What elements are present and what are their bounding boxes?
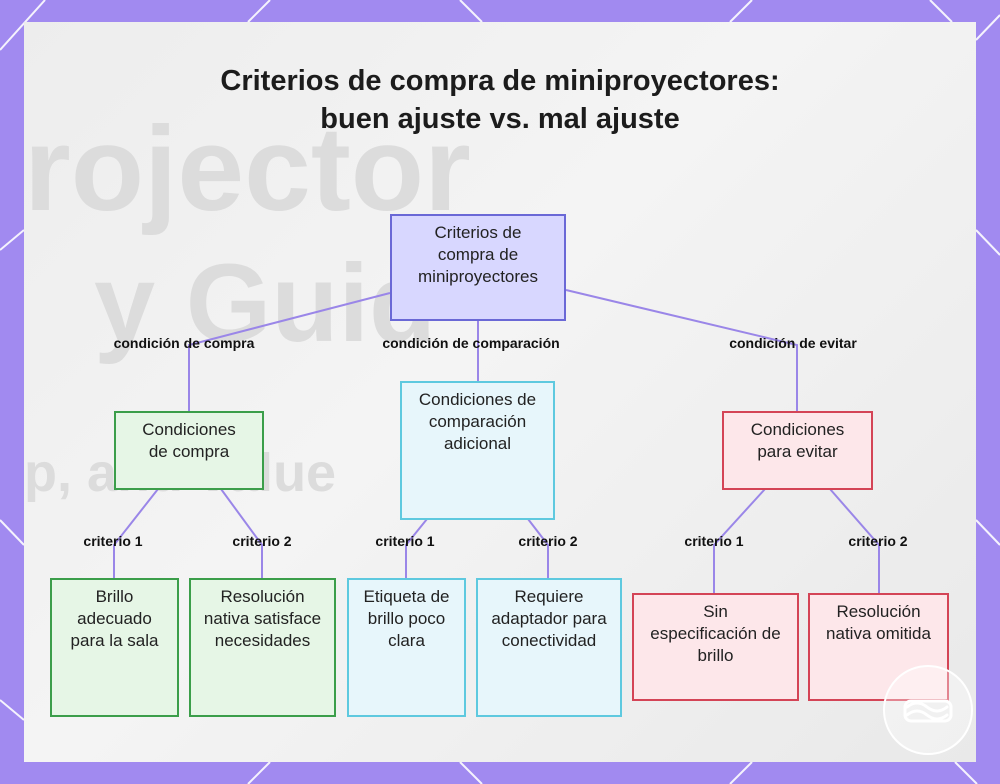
edge-buy-c1 bbox=[113, 488, 159, 579]
edge-label-buy-c1: criterio 1 bbox=[83, 533, 143, 549]
node-avoid-c1-label: Sin especificación de brillo bbox=[650, 602, 781, 665]
node-avoid-conditions: Condiciones para evitar bbox=[722, 411, 873, 490]
node-buy-criterion-2: Resolución nativa satisface necesidades bbox=[189, 578, 336, 717]
node-buy-c1-label: Brillo adecuado para la sala bbox=[70, 587, 159, 650]
watermark-text: y Guid bbox=[94, 242, 437, 365]
node-buy-conditions: Condiciones de compra bbox=[114, 411, 264, 490]
node-compare-c1-label: Etiqueta de brillo poco clara bbox=[363, 587, 450, 650]
node-buy-label: Condiciones de compra bbox=[142, 420, 236, 461]
edge-label-compare-c2: criterio 2 bbox=[518, 533, 578, 549]
edge-avoid-c1 bbox=[713, 488, 766, 594]
edge-compare-c1 bbox=[405, 518, 428, 579]
edge-compare-c2 bbox=[527, 518, 549, 579]
edge-label-buy: condición de compra bbox=[113, 335, 255, 351]
edge-label-compare-c1: criterio 1 bbox=[375, 533, 435, 549]
edge-root-avoid bbox=[565, 289, 798, 412]
watermark-text: rojector bbox=[24, 102, 471, 236]
node-compare-criterion-2: Requiere adaptador para conectividad bbox=[476, 578, 622, 717]
edge-label-avoid-c2: criterio 2 bbox=[848, 533, 908, 549]
node-compare-c2-label: Requiere adaptador para conectividad bbox=[491, 587, 607, 650]
node-compare-conditions: Condiciones de comparación adicional bbox=[400, 381, 555, 520]
node-buy-criterion-1: Brillo adecuado para la sala bbox=[50, 578, 179, 717]
node-avoid-c2-label: Resolución nativa omitida bbox=[826, 602, 931, 643]
node-avoid-label: Condiciones para evitar bbox=[750, 420, 845, 461]
brand-logo-icon bbox=[883, 665, 973, 755]
edge-label-compare: condición de comparación bbox=[382, 335, 560, 351]
node-avoid-criterion-1: Sin especificación de brillo bbox=[632, 593, 799, 701]
edge-label-avoid-c1: criterio 1 bbox=[684, 533, 744, 549]
node-buy-c2-label: Resolución nativa satisface necesidades bbox=[203, 587, 322, 650]
diagram-title: Criterios de compra de miniproyectores: … bbox=[220, 65, 780, 135]
node-compare-label: Condiciones de comparación adicional bbox=[418, 390, 537, 453]
edge-buy-c2 bbox=[220, 488, 263, 579]
edge-label-avoid: condición de evitar bbox=[729, 335, 857, 351]
node-compare-criterion-1: Etiqueta de brillo poco clara bbox=[347, 578, 466, 717]
edge-avoid-c2 bbox=[829, 488, 880, 594]
node-root: Criterios de compra de miniproyectores bbox=[390, 214, 566, 321]
node-root-label: Criterios de compra de miniproyectores bbox=[418, 223, 538, 286]
edge-label-buy-c2: criterio 2 bbox=[232, 533, 292, 549]
edge-root-buy bbox=[188, 292, 391, 412]
